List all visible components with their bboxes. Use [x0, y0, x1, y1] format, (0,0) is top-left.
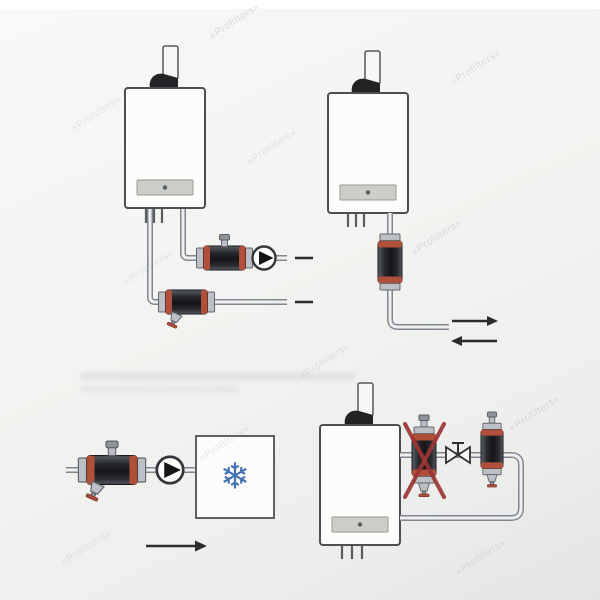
diagram-bottom-right — [319, 382, 524, 559]
flow-arrow-right-head — [487, 316, 498, 326]
air-vent — [418, 414, 430, 428]
boiler — [327, 92, 409, 214]
chiller-unit-box — [195, 435, 275, 519]
pump-symbol — [155, 455, 185, 485]
flue-assembly — [350, 50, 381, 94]
magnetic-filter-horizontal — [158, 289, 215, 315]
pipe-highlight — [181, 209, 208, 260]
boiler-pipe-stubs — [346, 213, 366, 227]
prohibition-cross-stroke — [403, 422, 446, 499]
air-vent — [486, 411, 498, 424]
flow-arrow-right-head — [195, 540, 207, 552]
flue-assembly — [148, 45, 179, 89]
pump-symbol — [251, 245, 277, 271]
pipe-highlight — [388, 284, 449, 329]
pipe-highlight — [148, 209, 171, 304]
boiler-pipe-stubs — [340, 545, 364, 559]
drain-valve — [486, 474, 498, 488]
photo-top-margin — [0, 0, 600, 9]
air-vent — [105, 440, 119, 457]
flue-assembly — [343, 382, 374, 426]
snowflake-icon: ❄ — [220, 457, 250, 498]
shutoff-valve-symbol — [445, 442, 471, 464]
magnetic-filter-horizontal — [196, 245, 253, 271]
magnetic-filter-vertical — [377, 233, 403, 291]
boiler — [124, 87, 206, 209]
magnetic-filter-horizontal — [77, 455, 147, 485]
diagram-bottom-left: ❄ — [66, 435, 275, 552]
boiler — [319, 424, 401, 546]
flow-arrow-left-head — [451, 336, 462, 346]
faded-text-smudge — [80, 372, 355, 381]
air-vent — [219, 234, 230, 247]
faded-text-smudge — [80, 385, 240, 393]
drain-valve — [418, 482, 430, 498]
magnetic-filter-correct-position — [480, 422, 504, 476]
boiler-pipe-stubs — [144, 209, 164, 223]
diagram-top-right — [327, 50, 498, 346]
pipe-loop-highlight — [400, 453, 523, 520]
diagram-top-left — [124, 45, 313, 330]
